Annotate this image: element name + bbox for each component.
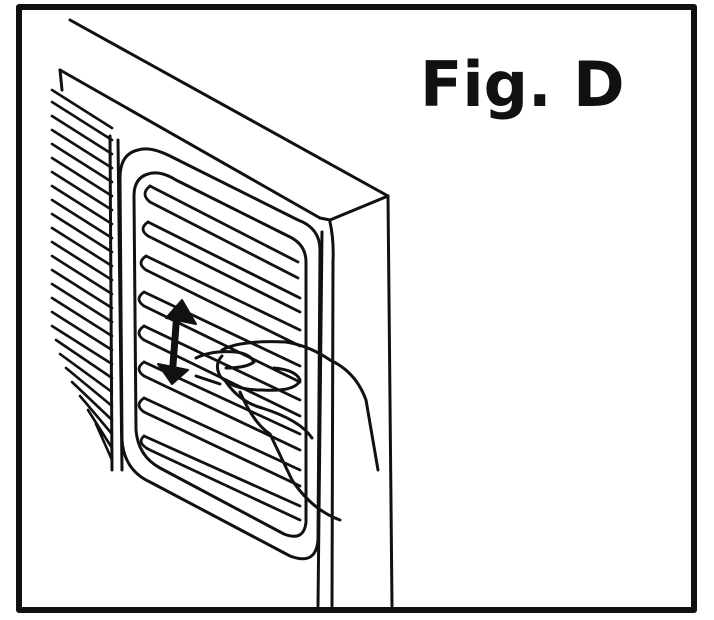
- louver-bezel: [118, 147, 322, 561]
- figure-label: Fig. D: [420, 48, 625, 121]
- side-grille: [50, 88, 114, 462]
- double-headed-arrow-icon: [157, 299, 197, 385]
- hand-icon: [194, 340, 380, 522]
- louver-blades: [137, 184, 302, 522]
- figure-frame: [16, 4, 697, 613]
